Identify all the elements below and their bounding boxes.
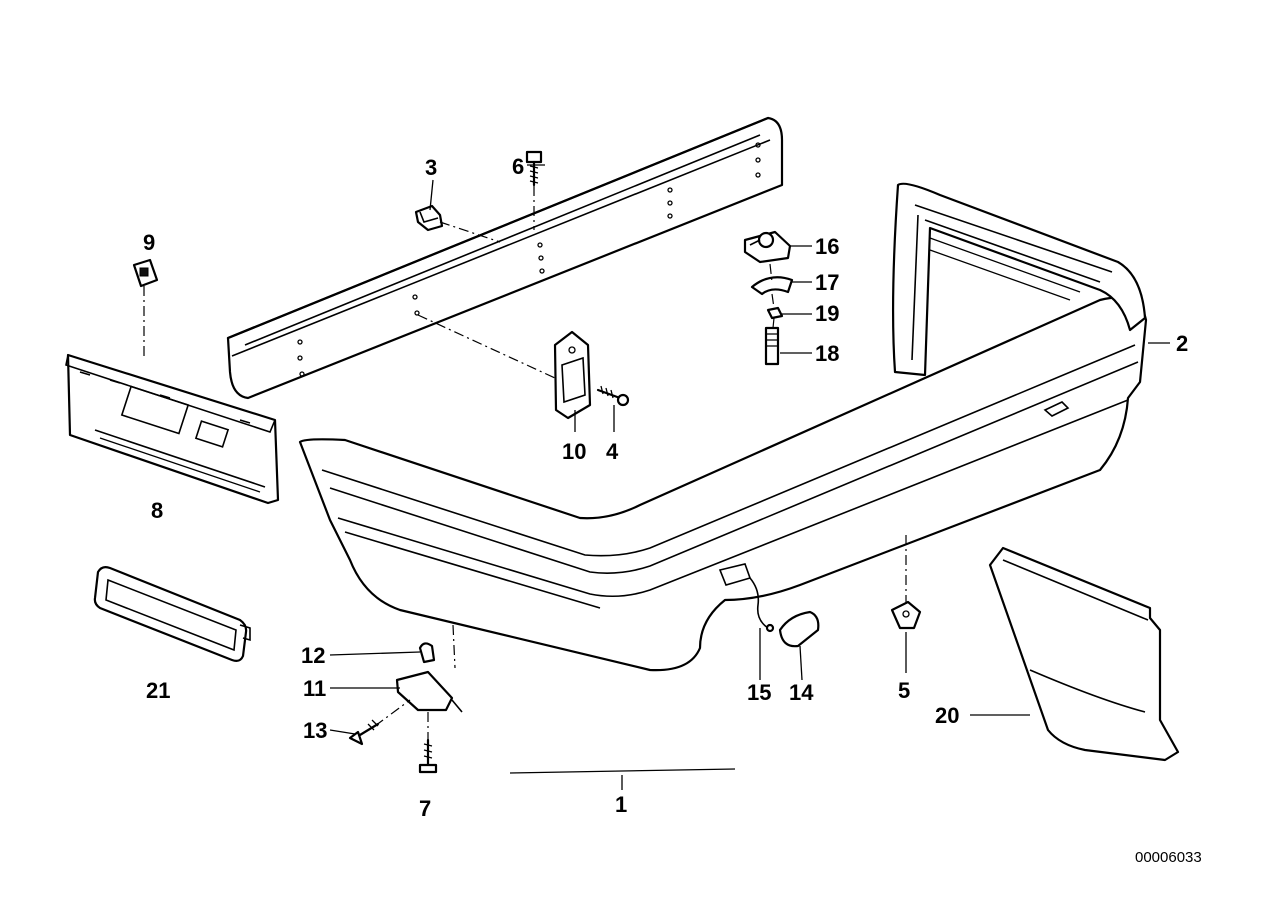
bumper-carrier <box>226 116 784 400</box>
callout-17: 17 <box>815 270 839 295</box>
callout-5: 5 <box>898 678 910 703</box>
callout-10: 10 <box>562 439 586 464</box>
bolt-4 <box>596 385 630 407</box>
callout-1: 1 <box>615 792 627 817</box>
callout-4: 4 <box>606 439 619 464</box>
clip-nut-9 <box>132 258 159 288</box>
screw-6 <box>525 150 543 187</box>
clip-5 <box>890 600 922 630</box>
callout-19: 19 <box>815 301 839 326</box>
callout-14: 14 <box>789 680 814 705</box>
callout-7: 7 <box>419 796 431 821</box>
nut-19 <box>766 306 784 320</box>
cover-cap-14 <box>778 610 820 648</box>
bolt-18 <box>764 326 780 366</box>
callout-18: 18 <box>815 341 839 366</box>
document-number: 00006033 <box>1135 849 1202 866</box>
leader-lines <box>329 164 1170 790</box>
plate-lamp-frame <box>93 566 251 662</box>
callout-16: 16 <box>815 234 839 259</box>
deflector-panel <box>988 546 1180 762</box>
callout-21: 21 <box>146 678 170 703</box>
callout-11: 11 <box>303 676 326 701</box>
bracket-16 <box>743 230 792 264</box>
callout-6: 6 <box>512 154 524 179</box>
bumper-trim-panel <box>298 182 1148 672</box>
bulb-12 <box>418 642 436 664</box>
spring-plate-17 <box>750 276 794 296</box>
cable-15 <box>749 577 775 633</box>
plate-light-11 <box>395 670 463 713</box>
rivet-13 <box>348 719 380 746</box>
number-plate-holder <box>65 353 280 505</box>
screw-7 <box>418 738 438 774</box>
callout-2: 2 <box>1176 331 1188 356</box>
callout-15: 15 <box>747 680 771 705</box>
assembly-lines <box>143 186 907 740</box>
clip-3 <box>414 204 444 232</box>
callout-8: 8 <box>151 498 163 523</box>
callouts: 1 2 3 4 5 6 7 8 9 10 11 12 13 14 15 16 1… <box>143 154 1188 821</box>
callout-13: 13 <box>303 718 327 743</box>
mounting-bracket-10 <box>553 330 592 420</box>
callout-9: 9 <box>143 230 155 255</box>
callout-3: 3 <box>425 155 437 180</box>
callout-12: 12 <box>301 643 325 668</box>
callout-20: 20 <box>935 703 959 728</box>
